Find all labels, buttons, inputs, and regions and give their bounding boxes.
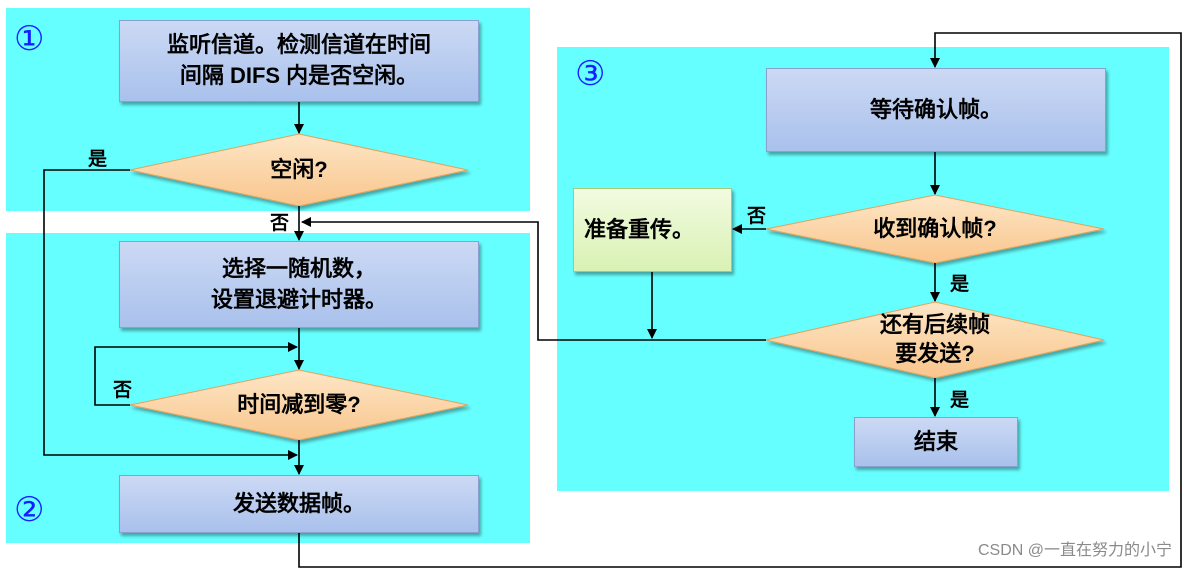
- section-number-3: ③: [575, 54, 606, 94]
- decision-more-frames-shape: [765, 301, 1105, 379]
- end-box: 结束: [854, 417, 1018, 467]
- decision-idle-shape: [129, 133, 469, 207]
- ack-no-label: 否: [747, 206, 767, 227]
- send-frame-box: 发送数据帧。: [119, 475, 479, 533]
- wait-ack-label: 等待确认帧。: [869, 96, 1002, 122]
- section-number-2: ②: [14, 490, 45, 530]
- decision-idle-label: 空闲?: [270, 156, 328, 182]
- decision-more-frames-line-1: 还有后续帧: [879, 312, 990, 338]
- arrow-idle-yes-to-send: [43, 169, 298, 460]
- ack-yes-label: 是: [950, 274, 970, 295]
- decision-time-zero-label: 时间减到零?: [237, 391, 361, 417]
- idle-no-label: 否: [270, 213, 290, 234]
- end-label: 结束: [913, 428, 958, 454]
- arrow-time-zero-no-loop: [94, 342, 298, 406]
- listen-channel-line-1: 监听信道。检测信道在时间: [166, 32, 431, 58]
- arrow-more-no-to-random: [301, 217, 766, 341]
- arrow-send-to-wait: [298, 32, 1182, 568]
- listen-channel-line-2: 间隔 DIFS 内是否空闲。: [179, 63, 419, 88]
- random-backoff-line-2: 设置退避计时器。: [210, 286, 387, 312]
- decision-time-zero-shape: [129, 369, 469, 441]
- idle-yes-label: 是: [88, 149, 108, 170]
- section-number-1: ①: [14, 19, 45, 59]
- send-frame-label: 发送数据帧。: [232, 490, 365, 516]
- random-backoff-line-1: 选择一随机数，: [221, 255, 376, 281]
- wait-ack-box: 等待确认帧。: [766, 68, 1106, 152]
- listen-channel-box: 监听信道。检测信道在时间 间隔 DIFS 内是否空闲。: [119, 20, 479, 102]
- more-frames-yes-label: 是: [950, 390, 970, 411]
- decision-more-frames-line-2: 要发送?: [895, 341, 975, 366]
- decision-more-frames-label: 还有后续帧 要发送?: [826, 308, 1044, 372]
- retransmit-label: 准备重传。: [584, 216, 695, 242]
- random-backoff-box: 选择一随机数， 设置退避计时器。: [119, 241, 479, 328]
- decision-ack-label: 收到确认帧?: [873, 215, 997, 241]
- retransmit-box: 准备重传。: [573, 188, 732, 272]
- time-zero-no-label: 否: [113, 380, 133, 401]
- watermark: CSDN @一直在努力的小宁: [977, 542, 1172, 559]
- decision-ack-shape: [765, 194, 1105, 264]
